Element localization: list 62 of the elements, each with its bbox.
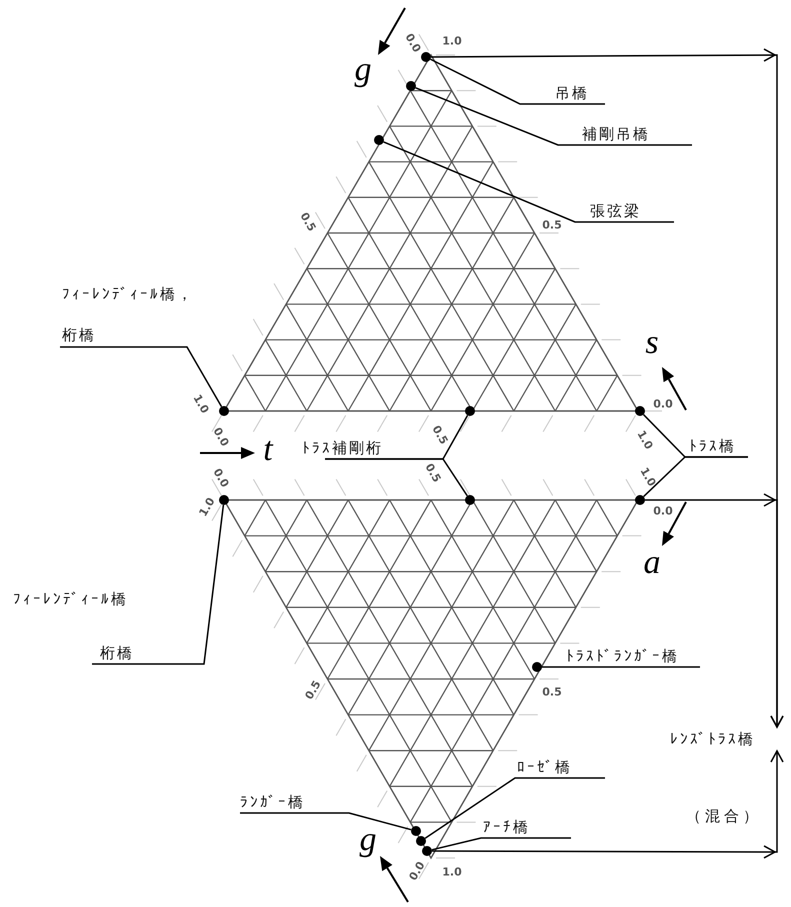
leader-line <box>92 504 224 665</box>
leader-line <box>643 456 748 498</box>
tick-label: 1.0 <box>638 466 658 488</box>
data-point <box>422 846 432 856</box>
data-point <box>421 52 431 62</box>
tick-label: 0.5 <box>430 424 450 446</box>
data-point <box>219 495 229 505</box>
bridge-type-label: ﾗﾝｶﾞｰ橋 <box>240 793 305 811</box>
tick-label: 0.5 <box>298 210 318 234</box>
data-point <box>374 135 384 145</box>
tick-label: 0.0 <box>653 506 673 516</box>
data-point <box>465 406 475 416</box>
leader-line <box>325 458 468 496</box>
bridge-type-label: ﾛｰｾﾞ橋 <box>517 758 572 776</box>
leader-line <box>430 58 605 105</box>
data-point <box>411 826 421 836</box>
bridge-type-label: ﾌｨｰﾚﾝﾃﾞｨｰﾙ橋 <box>13 590 128 608</box>
data-point <box>219 406 229 416</box>
tick-label: 0.0 <box>403 32 423 54</box>
tick-label: 1.0 <box>442 36 462 46</box>
note-text: （混合） <box>686 807 762 825</box>
tick-label: 0.5 <box>542 686 562 698</box>
tick-label: 0.0 <box>211 466 231 490</box>
leader-line <box>424 777 605 839</box>
leader-line <box>383 141 674 223</box>
data-point <box>465 495 475 505</box>
leader-line <box>415 87 692 146</box>
axis-name: g <box>360 823 376 857</box>
tick-label: 0.5 <box>542 220 562 230</box>
axis-name: a <box>644 546 660 580</box>
leader-line <box>240 812 412 830</box>
bridge-type-label: 張弦梁 <box>590 202 641 220</box>
axis-name: t <box>263 433 273 467</box>
data-point <box>635 495 645 505</box>
axis-name: g <box>354 53 372 87</box>
bridge-type-label: ﾄﾗｽ橋 <box>689 437 736 455</box>
leader-line <box>542 666 700 668</box>
tick-label: 0.0 <box>653 398 673 410</box>
axis-name: s <box>645 326 659 360</box>
data-point <box>532 662 542 672</box>
data-point <box>406 81 416 91</box>
bridge-type-label: ﾚﾝｽﾞﾄﾗｽ橋 <box>670 730 755 748</box>
bridge-type-label: 桁橋 <box>100 644 134 662</box>
tick-label: 1.0 <box>191 392 211 416</box>
bridge-type-label: 補剛吊橋 <box>582 125 650 143</box>
leader-line <box>432 837 571 851</box>
data-point <box>416 836 426 846</box>
tick-label: 0.5 <box>423 462 443 484</box>
bridge-type-label: ﾄﾗｽﾄﾞﾗﾝｶﾞｰ橋 <box>566 647 679 665</box>
bridge-type-label: ｱｰﾁ橋 <box>483 818 530 836</box>
leader-line <box>60 346 222 408</box>
tick-label: 0.5 <box>303 678 323 702</box>
tick-label: 0.0 <box>211 426 231 448</box>
tick-label: 1.0 <box>197 496 217 518</box>
bridge-type-label: ﾌｨｰﾚﾝﾃﾞｨｰﾙ橋， <box>62 285 194 303</box>
bridge-type-label: 桁橋 <box>62 326 96 344</box>
tick-label: 0.0 <box>407 860 427 882</box>
tick-label: 1.0 <box>442 866 462 878</box>
bridge-type-label: ﾄﾗｽ補剛桁 <box>302 439 383 457</box>
tick-label: 1.0 <box>635 428 655 452</box>
bridge-type-label: 吊橋 <box>555 84 589 102</box>
data-point <box>635 406 645 416</box>
